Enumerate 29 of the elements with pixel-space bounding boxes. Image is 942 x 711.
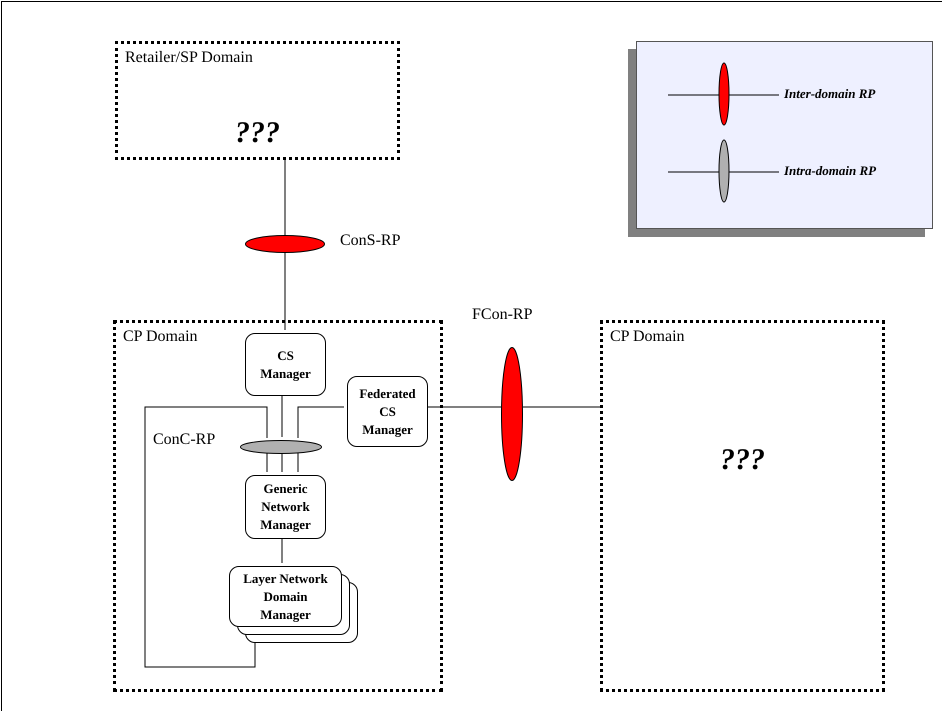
domain-title: CP Domain bbox=[123, 327, 198, 347]
unknown-marker: ??? bbox=[235, 118, 280, 148]
reference-point-ellipse bbox=[245, 235, 325, 253]
manager-box bbox=[347, 376, 428, 447]
reference-point-label: ConC-RP bbox=[153, 432, 216, 448]
connector-line bbox=[144, 406, 268, 668]
manager-box bbox=[245, 475, 326, 539]
domain-box bbox=[115, 41, 400, 160]
connector-line bbox=[522, 406, 600, 408]
domain-title: CP Domain bbox=[610, 327, 685, 347]
connector-line bbox=[298, 406, 344, 438]
unknown-marker: ??? bbox=[720, 445, 765, 475]
manager-box bbox=[245, 333, 326, 396]
legend-text: Intra-domain RP bbox=[784, 162, 876, 180]
reference-point-label: ConS-RP bbox=[340, 233, 400, 249]
legend-text: Inter-domain RP bbox=[784, 85, 876, 104]
manager-label: CS Manager bbox=[259, 346, 312, 382]
connector-line bbox=[284, 160, 286, 236]
manager-label: Generic Network Manager bbox=[259, 480, 312, 534]
manager-label: Federated CS Manager bbox=[358, 384, 417, 438]
reference-point-ellipse bbox=[240, 440, 322, 454]
reference-point-label: FCon-RP bbox=[472, 307, 532, 323]
stacked-manager-boxes bbox=[229, 566, 358, 643]
domain-title: Retailer/SP Domain bbox=[125, 48, 253, 68]
domain-box bbox=[600, 320, 885, 692]
domain-box bbox=[113, 320, 443, 692]
connector-line bbox=[284, 252, 286, 330]
reference-point-ellipse bbox=[501, 347, 523, 481]
manager-label: Layer Network Domain Manager bbox=[242, 570, 329, 624]
